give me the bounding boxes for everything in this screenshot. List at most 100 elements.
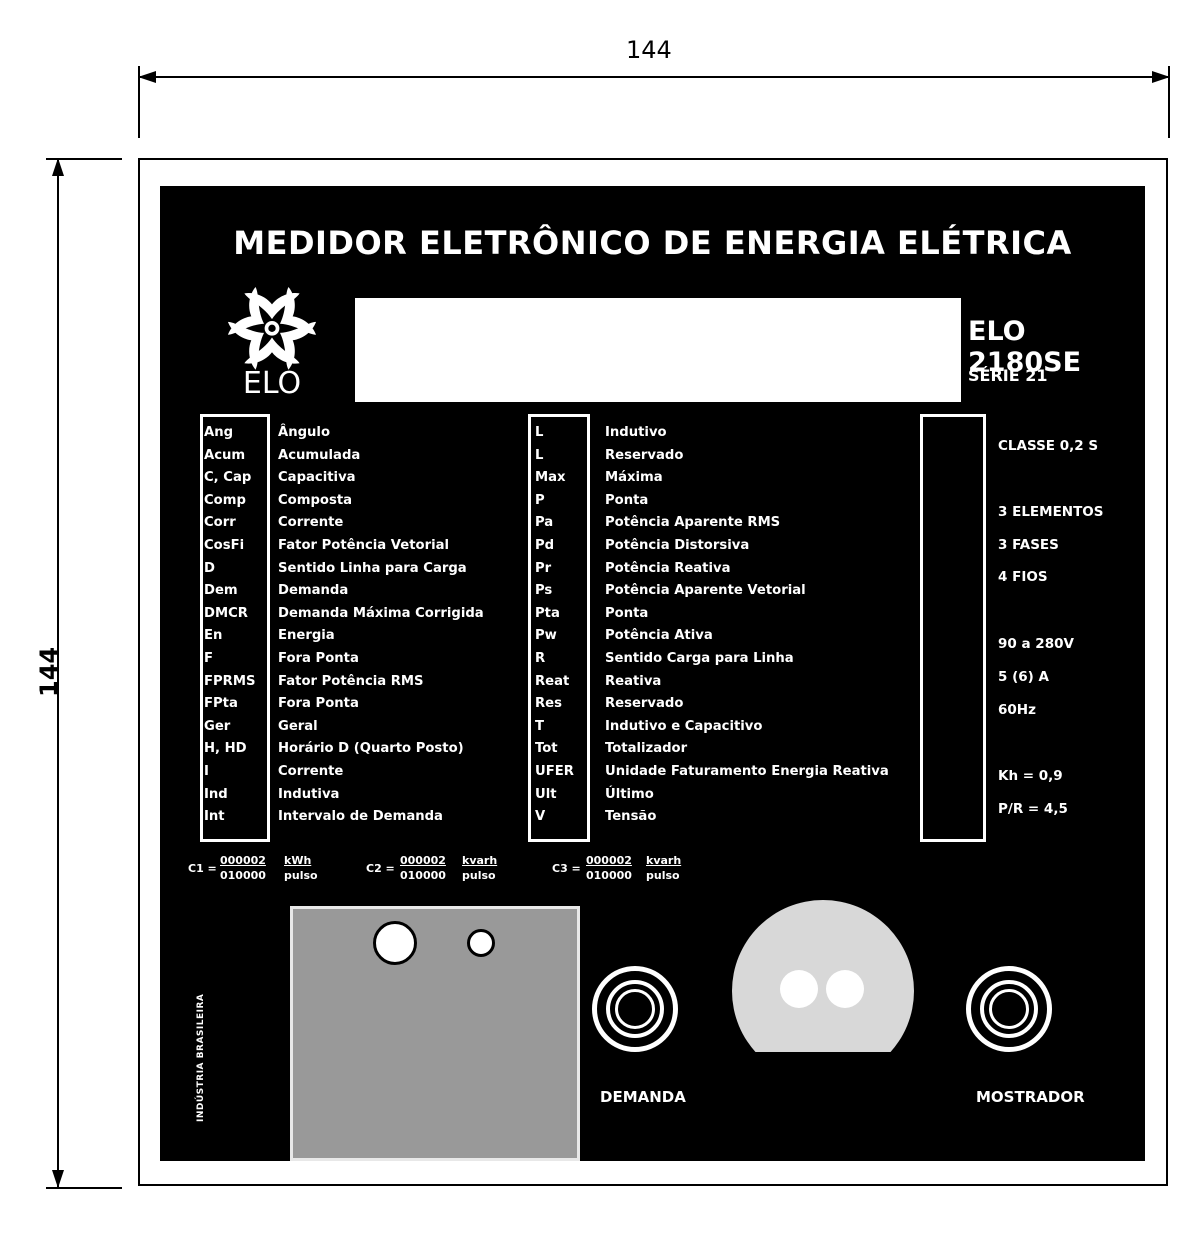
large-led-icon: [373, 921, 417, 965]
legend-desc: Intervalo de Demanda: [278, 809, 443, 825]
legend-desc: Geral: [278, 718, 318, 734]
optical-reader-dome: [732, 900, 914, 1052]
optical-reader: [732, 900, 914, 1052]
optical-port-plate: [290, 906, 580, 1161]
legend-abbr: Pr: [535, 560, 552, 576]
constant-per: pulso: [284, 869, 318, 882]
legend-desc: Reservado: [605, 447, 684, 463]
legend-abbr: Tot: [535, 741, 558, 757]
model-name: ELO 2180SE: [968, 316, 1082, 378]
constant-denominator: 010000: [400, 869, 446, 882]
demanda-button[interactable]: [592, 966, 678, 1052]
logo-text: ELO: [242, 366, 302, 401]
legend-desc: Capacitiva: [278, 470, 356, 486]
constant-label: C1 =: [188, 862, 217, 875]
spec-classe: CLASSE 0,2 S: [998, 438, 1099, 454]
optical-sensor-left-icon: [780, 970, 818, 1008]
demanda-button-inner-ring: [606, 980, 664, 1038]
legend-abbr: C, Cap: [204, 470, 252, 486]
legend-abbr: FPRMS: [204, 673, 256, 689]
legend-desc: Potência Reativa: [605, 560, 731, 576]
legend-abbr: T: [535, 718, 544, 734]
legend-abbr: P: [535, 492, 545, 508]
legend-desc: Tensão: [605, 809, 657, 825]
legend-desc: Energia: [278, 628, 335, 644]
legend-abbr: L: [535, 425, 544, 440]
constant-unit: kvarh: [646, 854, 682, 867]
serie-label: SÉRIE 21: [968, 366, 1048, 385]
constant-label: C3 =: [552, 862, 581, 875]
constant-denominator: 010000: [586, 869, 632, 882]
legend-abbr: Reat: [535, 673, 570, 689]
demanda-button-label: DEMANDA: [600, 1088, 686, 1106]
legend-desc: Indutivo: [605, 425, 667, 440]
width-dimension-label: 144: [626, 36, 672, 64]
spec-corrente: 5 (6) A: [998, 669, 1049, 685]
legend-abbr: Pa: [535, 515, 554, 531]
constant-per: pulso: [646, 869, 680, 882]
legend-left-box: [200, 414, 270, 842]
legend-desc: Composta: [278, 492, 353, 508]
legend-abbr: L: [535, 447, 544, 463]
demanda-button-core: [615, 989, 655, 1029]
constant-c2: C2 = 000002 010000 kvarh pulso: [366, 854, 516, 888]
meter-faceplate: MEDIDOR ELETRÔNICO DE ENERGIA ELÉTRICA E…: [160, 186, 1145, 1161]
mostrador-button-core: [989, 989, 1029, 1029]
legend-abbr: Ang: [204, 425, 234, 440]
legend-abbr: Ult: [535, 786, 557, 802]
specs-box: [920, 414, 986, 842]
legend-abbr: I: [204, 764, 209, 779]
legend-desc: Último: [605, 786, 654, 802]
constant-c1: C1 = 000002 010000 kWh pulso: [188, 854, 338, 888]
mostrador-button[interactable]: [966, 966, 1052, 1052]
legend-desc: Sentido Linha para Carga: [278, 560, 467, 576]
legend-abbr: UFER: [535, 764, 574, 779]
legend-desc: Ponta: [605, 492, 649, 508]
legend-abbr: Ger: [204, 718, 231, 734]
legend-desc: Corrente: [278, 764, 344, 779]
constant-numerator: 000002: [586, 854, 632, 867]
mostrador-button-label: MOSTRADOR: [976, 1088, 1085, 1106]
legend-abbr: Int: [204, 809, 225, 825]
constant-c3: C3 = 000002 010000 kvarh pulso: [552, 854, 702, 888]
legend-mid-box: [528, 414, 590, 842]
width-dimension-lines: [138, 66, 1170, 138]
legend-abbr: D: [204, 560, 215, 576]
legend-desc: Fator Potência Vetorial: [278, 538, 450, 553]
lcd-display-window: [355, 298, 961, 402]
legend-abbr: Ind: [204, 786, 228, 802]
legend-desc: Ponta: [605, 605, 649, 621]
constant-numerator: 000002: [400, 854, 446, 867]
spec-pr: P/R = 4,5: [998, 801, 1068, 817]
legend-abbr: Pw: [535, 628, 557, 644]
legend-abbr: Acum: [204, 447, 246, 463]
legend-abbr: CosFi: [204, 538, 245, 553]
legend-desc: Máxima: [605, 470, 663, 486]
legend-desc: Reservado: [605, 696, 684, 712]
spec-fases: 3 FASES: [998, 537, 1059, 553]
constant-unit: kvarh: [462, 854, 498, 867]
legend-desc: Indutivo e Capacitivo: [605, 718, 763, 734]
legend-desc: Fora Ponta: [278, 696, 359, 712]
width-dimension: 144: [138, 36, 1170, 140]
vertical-origin-label: INDÚSTRIA BRASILEIRA: [178, 946, 218, 1126]
constant-unit: kWh: [284, 854, 312, 867]
legend-desc: Acumulada: [278, 447, 361, 463]
panel-title: MEDIDOR ELETRÔNICO DE ENERGIA ELÉTRICA: [233, 224, 1072, 262]
height-dimension-lines: [46, 158, 122, 1189]
legend-abbr: Pta: [535, 605, 560, 621]
legend-desc: Fora Ponta: [278, 651, 359, 666]
legend-desc: Sentido Carga para Linha: [605, 651, 794, 666]
legend-desc: Corrente: [278, 515, 344, 531]
legend-abbr: V: [535, 809, 546, 825]
constant-per: pulso: [462, 869, 496, 882]
legend-abbr: Dem: [204, 583, 238, 599]
spec-kh: Kh = 0,9: [998, 768, 1063, 784]
legend-abbr: Pd: [535, 538, 555, 553]
legend-abbr: Res: [535, 696, 562, 712]
legend-desc: Potência Aparente RMS: [605, 515, 781, 531]
legend-desc: Potência Aparente Vetorial: [605, 583, 806, 599]
origin-text: INDÚSTRIA BRASILEIRA: [196, 993, 206, 1122]
